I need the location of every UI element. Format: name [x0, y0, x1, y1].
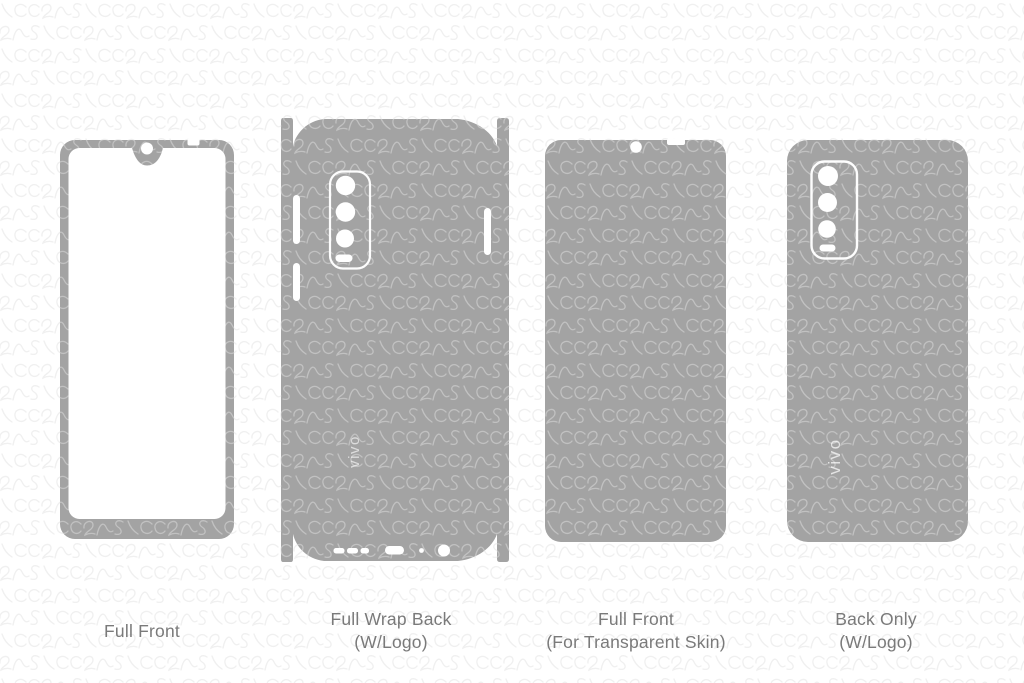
vivo-logo: vivo — [346, 435, 363, 468]
phone-template-back-only: vivo — [787, 140, 968, 542]
earpiece-edge-notch — [667, 138, 685, 145]
camera-lens-hole-2 — [335, 202, 356, 222]
front-camera-hole — [630, 141, 642, 153]
camera-lens-hole-3 — [336, 229, 354, 248]
camera-lens-hole-1 — [818, 166, 838, 186]
earpiece-edge-notch — [187, 138, 200, 146]
camera-lens-hole-1 — [335, 175, 356, 196]
back-outline — [787, 140, 968, 542]
camera-lens-hole-3 — [818, 220, 836, 238]
flash-cutout — [819, 244, 836, 252]
speaker-slot-2 — [347, 548, 358, 554]
speaker-slot-3 — [360, 548, 369, 554]
front-solid-outline — [545, 140, 726, 542]
screen-cutout — [68, 148, 226, 519]
usb-port-cutout — [385, 546, 404, 555]
wrap-back-outline — [281, 118, 509, 562]
phone-template-full-front-transparent — [545, 138, 726, 542]
phone-template-full-front — [60, 138, 234, 539]
front-camera-hole — [141, 142, 153, 155]
side-slot-left-2 — [293, 263, 300, 301]
speaker-slot-1 — [333, 548, 345, 554]
side-slot-right — [484, 208, 491, 255]
side-slot-left-1 — [293, 195, 300, 244]
camera-lens-hole-2 — [818, 193, 837, 212]
phone-template-full-wrap-back: vivo — [281, 118, 509, 562]
mic-hole-cutout — [419, 548, 424, 553]
flash-cutout — [335, 254, 353, 262]
vivo-logo: vivo — [825, 438, 844, 474]
headphone-jack-cutout — [438, 544, 450, 557]
